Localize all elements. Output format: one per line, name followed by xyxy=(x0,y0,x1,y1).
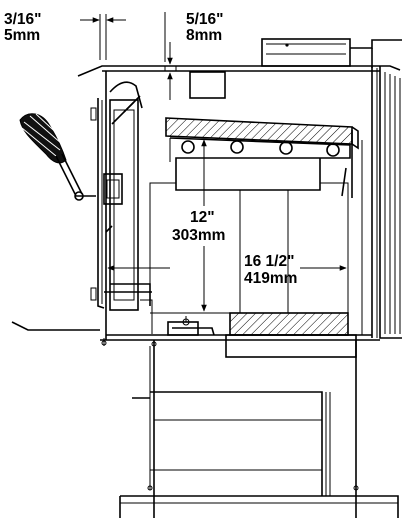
door-gap-metric: 5mm xyxy=(4,27,40,44)
air-box xyxy=(189,71,226,99)
rear-heat-shield xyxy=(379,66,402,339)
door-handle[interactable] xyxy=(19,113,96,201)
door-gap-imperial: 3/16" xyxy=(4,11,42,28)
door-assembly xyxy=(90,81,153,346)
firebox-depth-metric: 419mm xyxy=(244,270,297,287)
top-plate xyxy=(77,65,401,77)
dimension-top-gap: 5/16" 8mm xyxy=(164,11,224,100)
secondary-air-tubes xyxy=(169,137,351,191)
ash-lip xyxy=(151,316,215,347)
top-gap-imperial: 5/16" xyxy=(186,11,224,28)
dimension-door-gap: 3/16" 5mm xyxy=(4,11,126,60)
hearth-brick xyxy=(229,312,349,336)
top-gap-metric: 8mm xyxy=(186,27,222,44)
firebox-height-metric: 303mm xyxy=(172,227,225,244)
pedestal-base xyxy=(119,334,399,518)
firebox-height-imperial: 12" xyxy=(190,209,215,226)
top-collar xyxy=(261,38,402,68)
firebox-depth-imperial: 16 1/2" xyxy=(244,253,294,270)
dimension-firebox-depth: 16 1/2" 419mm xyxy=(107,253,347,287)
dimension-firebox-height: 12" 303mm xyxy=(172,139,225,312)
hearth-line xyxy=(11,321,100,331)
